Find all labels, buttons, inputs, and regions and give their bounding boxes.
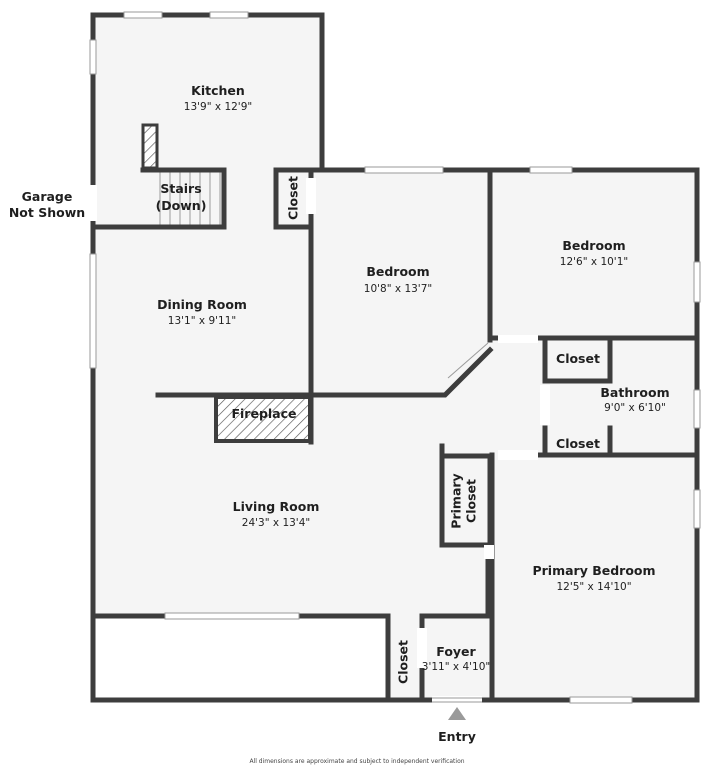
bedroom-right-label: Bedroom [562,238,625,253]
fireplace-hatch [214,395,312,443]
footer-note: All dimensions are approximate and subje… [249,758,464,765]
windows [89,11,701,704]
bathroom-dim: 9'0" x 6'10" [604,402,666,414]
bedroom-mid-label: Bedroom [366,264,429,279]
closet-kitchen-label: Closet [286,176,301,220]
closet-upper-label: Closet [556,351,600,366]
dining-room-dim: 13'1" x 9'11" [168,315,236,327]
primary-bedroom-dim: 12'5" x 14'10" [556,581,631,593]
kitchen-dim: 13'9" x 12'9" [184,101,252,113]
stairs-treads [159,170,221,228]
door-openings [89,178,550,704]
primary-bedroom-label: Primary Bedroom [532,563,655,578]
garage-sub-label: Not Shown [9,205,85,220]
dining-room-label: Dining Room [157,297,247,312]
kitchen-label: Kitchen [191,83,245,98]
living-room-dim: 24'3" x 13'4" [242,517,310,529]
stairs-sub-label: (Down) [156,198,207,213]
living-room-label: Living Room [233,499,320,514]
closet-lower-label: Closet [556,436,600,451]
floor-fill [93,15,697,702]
bedroom-mid-dim: 10'8" x 13'7" [364,283,432,295]
primary-closet-label-line2: Closet [464,479,479,523]
bedroom-right-dim: 12'6" x 10'1" [560,256,628,268]
stairs-hatch [141,123,159,170]
triangle-up-icon [448,707,466,720]
foyer-label: Foyer [436,644,476,659]
fireplace-label: Fireplace [231,406,296,421]
foyer-dim: 3'11" x 4'10" [422,661,490,673]
door-ticks [432,342,489,703]
primary-closet-label-line1: Primary [449,473,464,528]
bathroom-label: Bathroom [600,385,669,400]
garage-label: Garage [22,189,73,204]
entry-label: Entry [438,729,476,744]
stairs-label: Stairs [160,181,201,196]
closet-foyer-label: Closet [396,640,411,684]
